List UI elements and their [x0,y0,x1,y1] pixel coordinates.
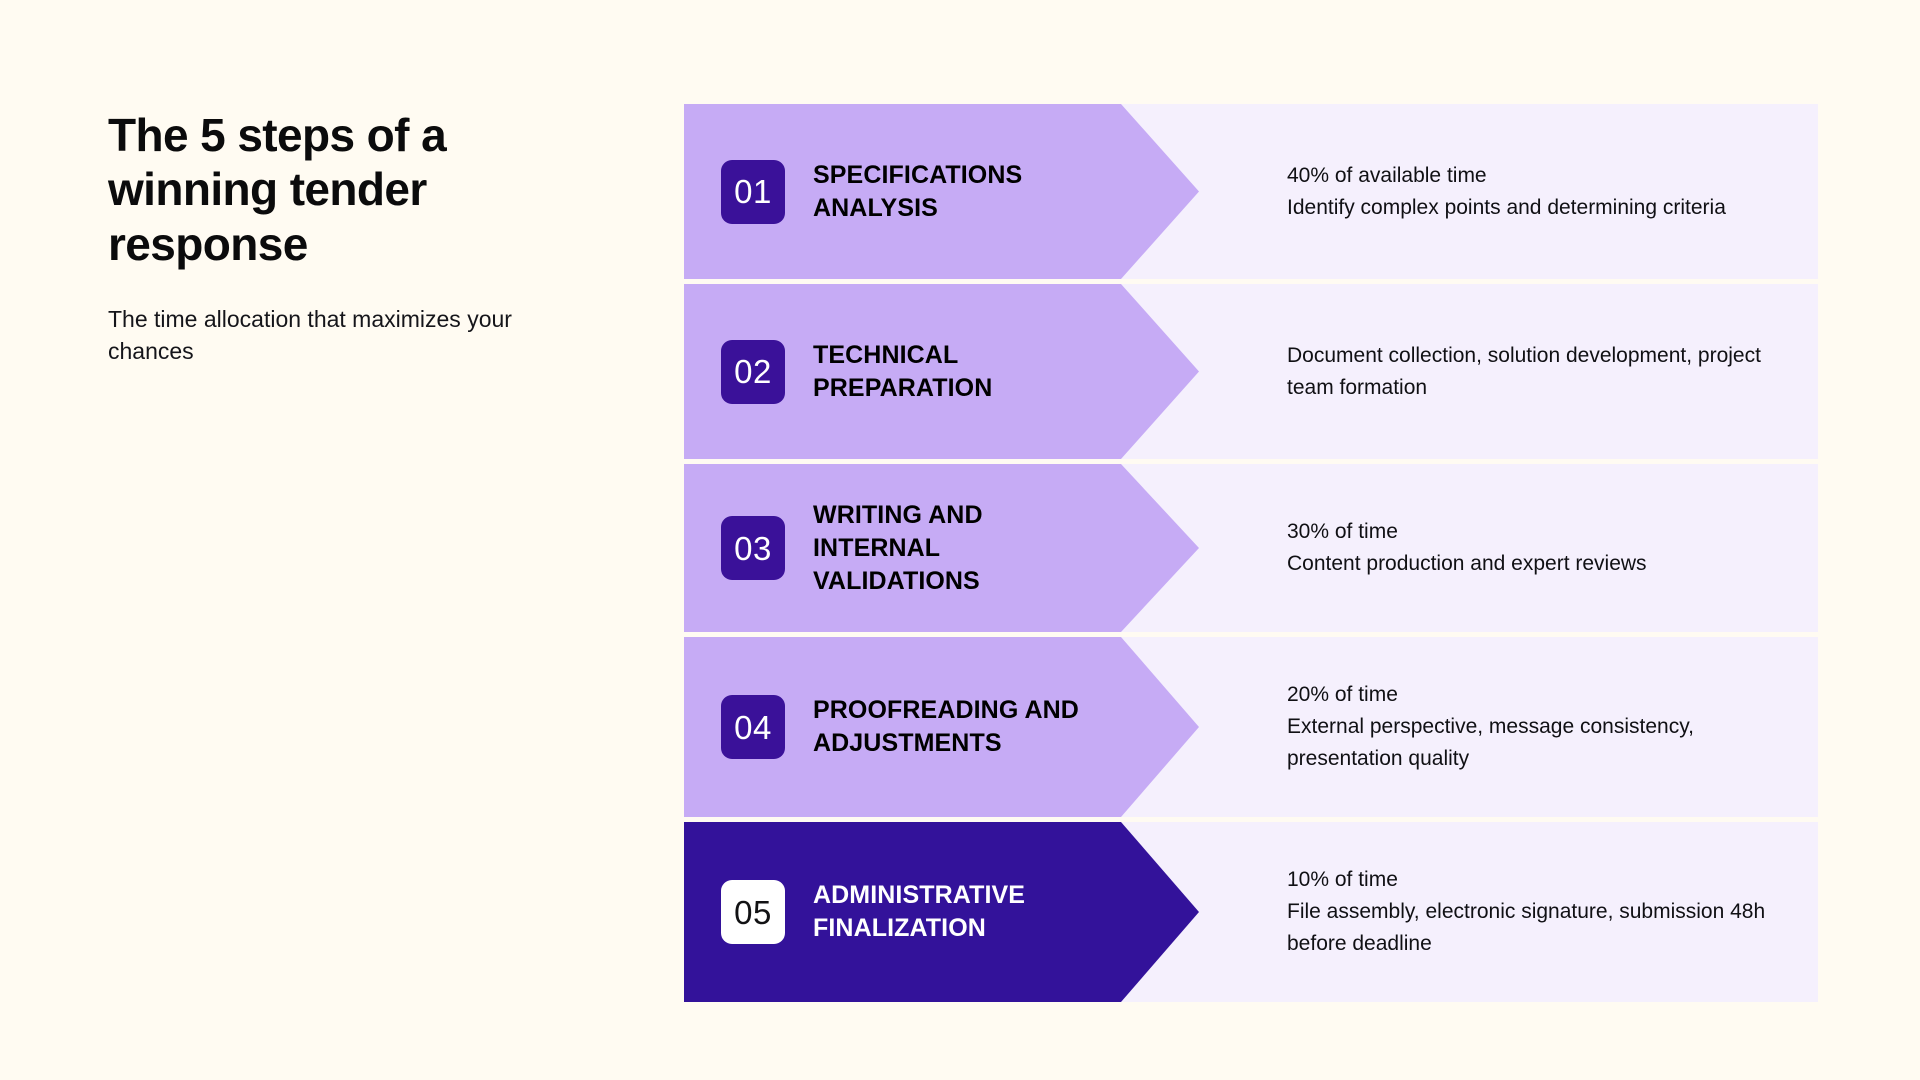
step-row: 02 TECHNICAL PREPARATION Document collec… [684,284,1818,459]
step-allocation: 20% of time [1287,683,1398,707]
step-number-badge: 01 [721,160,785,224]
step-band: 02 TECHNICAL PREPARATION [684,284,1199,459]
step-description: 20% of time External perspective, messag… [1199,637,1818,817]
steps-list: 01 SPECIFICATIONS ANALYSIS 40% of availa… [684,104,1818,1002]
step-number-badge: 02 [721,340,785,404]
step-description: Document collection, solution developmen… [1199,284,1818,459]
step-allocation: 30% of time [1287,520,1398,544]
step-title: SPECIFICATIONS ANALYSIS [813,160,1023,222]
step-title: ADMINISTRATIVE FINALIZATION [813,881,1026,942]
step-title: WRITING AND INTERNAL VALIDATIONS [813,500,983,595]
step-allocation: 10% of time [1287,868,1398,892]
step-title: TECHNICAL PREPARATION [813,340,993,402]
step-description: 30% of time Content production and exper… [1199,464,1818,632]
step-row: 01 SPECIFICATIONS ANALYSIS 40% of availa… [684,104,1818,279]
page-subtitle: The time allocation that maximizes your … [108,305,512,365]
step-title: PROOFREADING AND ADJUSTMENTS [813,696,1079,757]
step-band: 04 PROOFREADING AND ADJUSTMENTS [684,637,1199,817]
header-block: The 5 steps of a winning tender response… [108,108,608,368]
page-title: The 5 steps of a winning tender response [108,109,447,270]
step-row: 04 PROOFREADING AND ADJUSTMENTS 20% of t… [684,637,1818,817]
step-band: 01 SPECIFICATIONS ANALYSIS [684,104,1199,279]
step-number-badge: 04 [721,695,785,759]
step-number-badge: 03 [721,516,785,580]
step-detail: External perspective, message consistenc… [1287,715,1694,770]
step-allocation: 40% of available time [1287,163,1487,187]
step-band: 05 ADMINISTRATIVE FINALIZATION [684,822,1199,1002]
step-detail: Document collection, solution developmen… [1287,343,1761,399]
step-description: 10% of time File assembly, electronic si… [1199,822,1818,1002]
step-row: 03 WRITING AND INTERNAL VALIDATIONS 30% … [684,464,1818,632]
step-detail: Identify complex points and determining … [1287,195,1726,219]
step-detail: File assembly, electronic signature, sub… [1287,900,1766,955]
step-description: 40% of available time Identify complex p… [1199,104,1818,279]
step-detail: Content production and expert reviews [1287,552,1647,575]
step-band: 03 WRITING AND INTERNAL VALIDATIONS [684,464,1199,632]
step-row: 05 ADMINISTRATIVE FINALIZATION 10% of ti… [684,822,1818,1002]
step-number-badge: 05 [721,880,785,944]
